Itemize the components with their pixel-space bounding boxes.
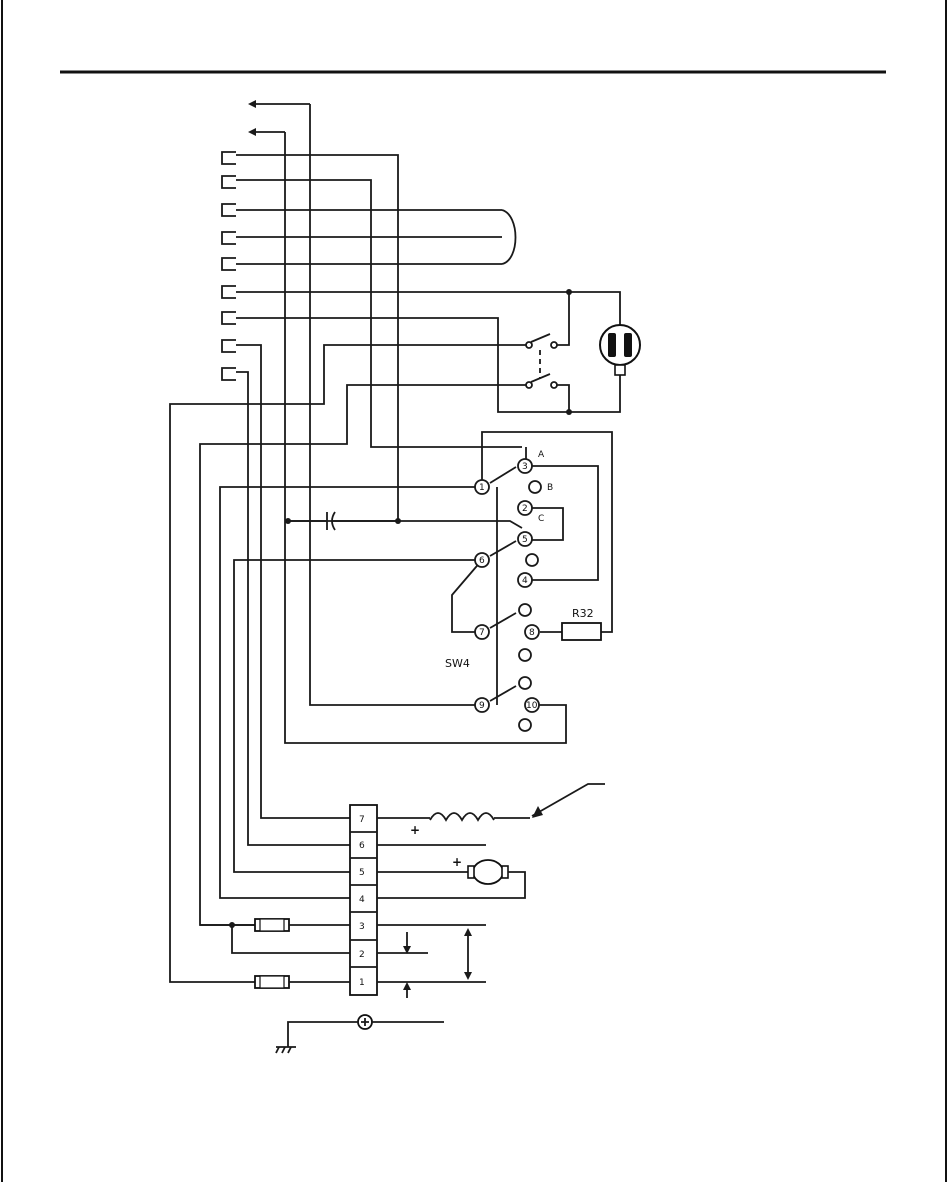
svg-text:8: 8 xyxy=(529,628,535,638)
output-arrow-second xyxy=(248,128,285,136)
contact-label-b: B xyxy=(547,483,553,493)
svg-text:4: 4 xyxy=(359,895,365,905)
dc-motor: + xyxy=(377,855,525,898)
svg-text:1: 1 xyxy=(359,978,365,988)
switch-sw4-label: SW4 xyxy=(445,657,470,670)
switch-node-10: 10 xyxy=(525,698,539,712)
fuse-upper xyxy=(200,919,350,953)
switch-node-1: 1 xyxy=(475,480,489,494)
svg-text:1: 1 xyxy=(479,483,485,493)
connector-pins xyxy=(222,152,236,380)
svg-text:2: 2 xyxy=(522,504,528,514)
supply-lines xyxy=(377,925,486,998)
contact-label-c: C xyxy=(538,514,544,524)
switch-node-blank xyxy=(526,554,538,566)
switch-node-5: 5 xyxy=(518,532,532,546)
switch-node-6: 6 xyxy=(475,553,489,567)
svg-text:6: 6 xyxy=(479,556,485,566)
svg-text:3: 3 xyxy=(522,462,528,472)
svg-text:4: 4 xyxy=(522,576,528,586)
gauge-meter xyxy=(600,325,640,375)
svg-text:3: 3 xyxy=(359,922,365,932)
coil-polarity: + xyxy=(410,823,420,837)
capacitor xyxy=(285,512,401,530)
contact-label-a: A xyxy=(538,450,545,460)
resistor-r32-label: R32 xyxy=(572,607,594,620)
switch-node-4: 4 xyxy=(518,573,532,587)
motor-polarity: + xyxy=(452,855,462,869)
svg-text:5: 5 xyxy=(522,535,528,545)
coil-inductor: + xyxy=(377,784,605,837)
switch-node-8: 8 xyxy=(525,625,539,639)
switch-node-blank xyxy=(519,719,531,731)
sw4-rotary-switch: R32 1 2 3 4 5 6 7 8 9 10 A B C SW4 xyxy=(220,104,612,898)
switch-node-2: 2 xyxy=(518,501,532,515)
switch-node-7: 7 xyxy=(475,625,489,639)
switch-node-blank xyxy=(519,677,531,689)
switch-node-3: 3 xyxy=(518,459,532,473)
svg-text:2: 2 xyxy=(359,950,365,960)
ground-symbol xyxy=(276,1015,444,1053)
fuse-lower xyxy=(255,976,350,988)
switch-node-blank xyxy=(519,649,531,661)
svg-text:9: 9 xyxy=(479,701,485,711)
resistor-r32 xyxy=(562,623,601,640)
terminal-block: 7 6 5 4 3 2 1 xyxy=(350,805,377,995)
svg-text:10: 10 xyxy=(526,701,538,711)
svg-text:7: 7 xyxy=(359,815,365,825)
svg-text:7: 7 xyxy=(479,628,485,638)
svg-text:5: 5 xyxy=(359,868,365,878)
pin-wires xyxy=(236,155,620,845)
switch-node-blank xyxy=(529,481,541,493)
svg-text:6: 6 xyxy=(359,841,365,851)
output-arrow-top xyxy=(248,100,310,108)
switch-node-9: 9 xyxy=(475,698,489,712)
switch-node-blank xyxy=(519,604,531,616)
